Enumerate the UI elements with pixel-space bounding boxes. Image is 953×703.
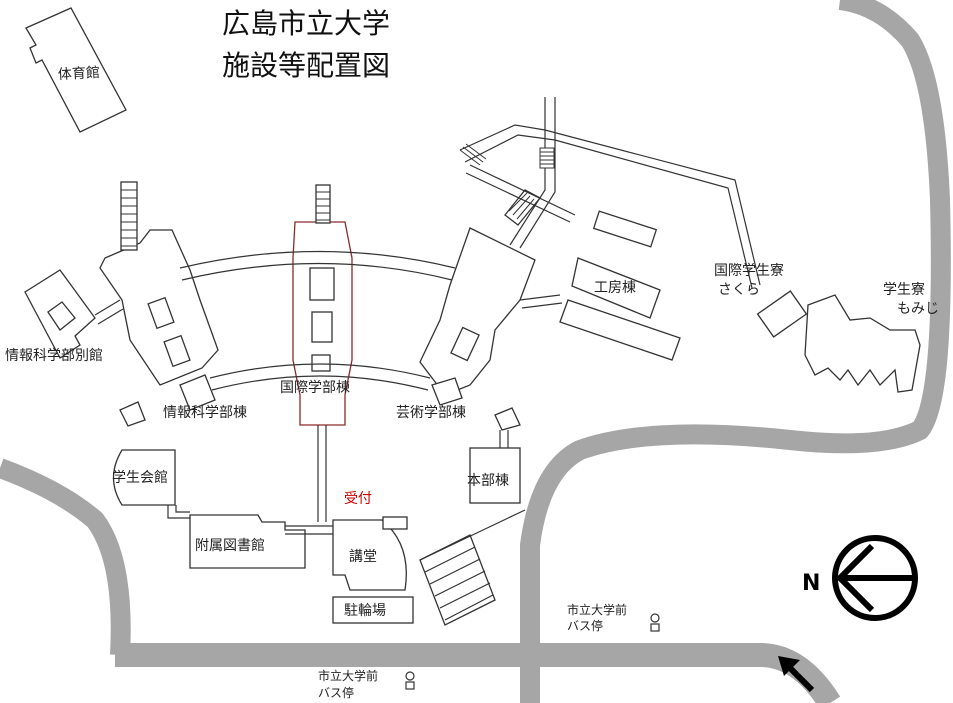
hall-link xyxy=(167,505,190,519)
arts-building xyxy=(419,227,536,396)
hall-link-2 xyxy=(175,505,190,513)
label-reception: 受付 xyxy=(344,491,372,507)
info-stairs xyxy=(120,181,138,251)
diag-path-2 xyxy=(465,172,571,223)
arts-room-1 xyxy=(450,326,480,362)
upper-arc-corridor xyxy=(179,250,456,269)
label-gym: 体育館 xyxy=(58,64,101,83)
info-science-room-2 xyxy=(163,334,191,368)
dorm-sakura-building xyxy=(756,290,808,338)
lower-arc-corridor-2 xyxy=(211,375,429,391)
gym-building xyxy=(25,7,127,133)
map-title-line-1: 広島市立大学 xyxy=(222,7,390,40)
bus-stop-icon-south xyxy=(405,671,415,690)
north-vertical-path-2 xyxy=(519,97,556,249)
diag-path xyxy=(469,164,576,216)
buildings-layer xyxy=(24,7,921,626)
label-library: 附属図書館 xyxy=(195,537,265,554)
label-auditorium: 講堂 xyxy=(349,549,377,565)
label-bus-stop-south-1: 市立大学前 xyxy=(318,668,378,683)
main-road xyxy=(115,643,841,703)
compass-circle-icon xyxy=(832,535,918,621)
info-science-stair xyxy=(119,401,146,427)
intl-stairs xyxy=(315,184,331,224)
corridors xyxy=(94,97,761,561)
parking-lot xyxy=(419,534,496,626)
workshop-block-1 xyxy=(592,210,658,248)
compass-north-letter: N xyxy=(802,571,820,596)
label-dorm-momiji-1: 学生寮 xyxy=(883,281,925,298)
dorm-momiji-building xyxy=(804,294,921,393)
label-arts: 芸術学部棟 xyxy=(396,405,466,421)
bicycle-parking-building xyxy=(332,596,414,624)
label-bus-stop-north-1: 市立大学前 xyxy=(567,602,627,617)
label-dorm-sakura-1: 国際学生寮 xyxy=(714,262,784,279)
info-left-link-2 xyxy=(97,308,124,325)
lower-arc-corridor xyxy=(209,363,431,379)
workshop-block-2 xyxy=(559,299,681,361)
label-workshop: 工房棟 xyxy=(594,280,636,296)
info-annex-courtyard xyxy=(47,301,76,331)
label-dorm-momiji-2: もみじ xyxy=(897,301,939,317)
info-science-wing xyxy=(179,374,216,411)
compass-arrow-icon xyxy=(835,543,913,613)
north-compass: N xyxy=(802,535,918,621)
intl-room-1 xyxy=(309,267,335,301)
label-info-science: 情報科学部棟 xyxy=(163,405,247,421)
label-dorm-sakura-2: さくら xyxy=(718,282,760,298)
workshop-building xyxy=(571,257,661,319)
library-building xyxy=(189,514,306,569)
arts-wing xyxy=(431,377,463,406)
info-science-room-1 xyxy=(147,296,175,330)
parking-road xyxy=(419,509,526,561)
upper-arc-corridor-2 xyxy=(181,262,453,281)
label-main-building: 本部棟 xyxy=(467,473,509,489)
bus-stop-icon-north xyxy=(650,613,660,632)
left-road xyxy=(0,458,131,656)
north-vertical-path xyxy=(509,97,546,246)
label-info-annex: 情報科学部別館 xyxy=(5,347,103,364)
intl-room-3 xyxy=(311,354,331,372)
label-bicycle-parking: 駐輪場 xyxy=(344,602,386,619)
label-bus-stop-north-2: バス停 xyxy=(567,618,603,633)
label-international: 国際学部棟 xyxy=(280,380,350,396)
map-title-line-2: 施設等配置図 xyxy=(222,49,390,82)
right-loop-road xyxy=(520,0,951,703)
arts-workshop-link-2 xyxy=(521,302,563,309)
arts-stair xyxy=(494,407,521,431)
label-bus-stop-south-2: バス停 xyxy=(318,685,354,700)
intl-room-2 xyxy=(311,311,333,343)
student-hall-building xyxy=(112,449,176,506)
info-left-link xyxy=(94,299,121,316)
north-stairs xyxy=(459,143,555,169)
label-student-hall: 学生会館 xyxy=(112,469,168,486)
arts-workshop-link xyxy=(519,294,561,301)
reception-annex xyxy=(382,516,408,530)
entrance-arrow-icon xyxy=(778,656,815,693)
main-building xyxy=(469,447,521,504)
bus-stop-icons xyxy=(405,613,660,690)
